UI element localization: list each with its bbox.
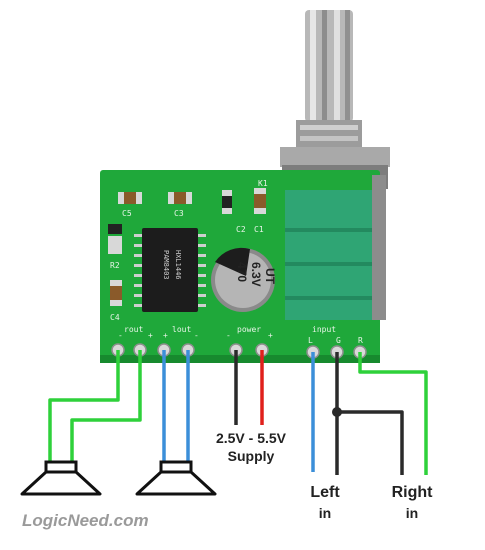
smd-capacitor-c3: C3 xyxy=(168,192,192,218)
speaker-left-icon xyxy=(135,460,217,496)
chip-label-model: PAM8403 xyxy=(162,250,170,280)
smd-capacitor-c4: C4 xyxy=(110,280,122,322)
right-in-label: in xyxy=(406,505,418,521)
silk-k1: K1 xyxy=(258,179,268,188)
silk-lout-minus: - xyxy=(194,331,199,340)
silk-power-plus: + xyxy=(268,331,273,340)
supply-voltage-label: 2.5V - 5.5V xyxy=(216,430,287,446)
silk-rout: rout xyxy=(124,325,143,334)
right-input-label: Right xyxy=(392,484,434,501)
wire-rout-plus xyxy=(70,350,142,462)
wires xyxy=(48,350,428,475)
cap-label-value: 470 xyxy=(235,262,249,282)
silk-c2: C2 xyxy=(236,225,246,234)
silk-c4: C4 xyxy=(110,313,120,322)
wire-ground-right xyxy=(337,410,404,475)
potentiometer xyxy=(280,10,390,189)
silk-input: input xyxy=(312,325,336,334)
pot-shaft xyxy=(305,10,353,122)
ground-junction xyxy=(332,407,342,417)
wire-rout-minus xyxy=(48,350,120,462)
silk-input-r: R xyxy=(358,336,363,345)
silk-rout-minus: - xyxy=(118,331,123,340)
silk-rout-plus: + xyxy=(148,331,153,340)
smd-capacitor-c5: C5 xyxy=(118,192,142,218)
silk-c5: C5 xyxy=(122,209,132,218)
cap-label-brand: UT xyxy=(263,268,277,285)
wire-right-in xyxy=(358,352,428,475)
smd-capacitor-c1: C1 xyxy=(254,188,266,234)
pot-bushing xyxy=(296,120,362,150)
silk-power-minus: - xyxy=(226,331,231,340)
speaker-right-icon xyxy=(20,460,102,496)
silk-power: power xyxy=(237,325,261,334)
electrolytic-capacitor: 470 6.3V UT xyxy=(211,247,277,312)
silk-lout: lout xyxy=(172,325,191,334)
silk-input-l: L xyxy=(308,336,313,345)
silk-lout-plus: + xyxy=(163,331,168,340)
smd-resistor-r1 xyxy=(222,190,232,214)
brand-watermark: LogicNeed.com xyxy=(22,511,149,530)
supply-label: Supply xyxy=(228,448,275,464)
silk-r2: R2 xyxy=(110,261,120,270)
cap-label-voltage: 6.3V xyxy=(249,262,263,287)
silk-c3: C3 xyxy=(174,209,184,218)
chip-label-batch: HXL1446 xyxy=(174,250,182,280)
amplifier-board: C5 C3 C1 K1 C2 R2 C4 xyxy=(100,170,386,363)
silk-input-g: G xyxy=(336,336,341,345)
smd-resistor-r2: R2 xyxy=(108,224,122,270)
amplifier-chip: PAM8403 HXL1446 xyxy=(134,228,206,312)
left-input-label: Left xyxy=(310,484,340,501)
chip-body xyxy=(142,228,198,312)
pot-body xyxy=(285,190,377,320)
pot-nut xyxy=(280,147,390,167)
silk-c1: C1 xyxy=(254,225,264,234)
left-in-label: in xyxy=(319,505,331,521)
